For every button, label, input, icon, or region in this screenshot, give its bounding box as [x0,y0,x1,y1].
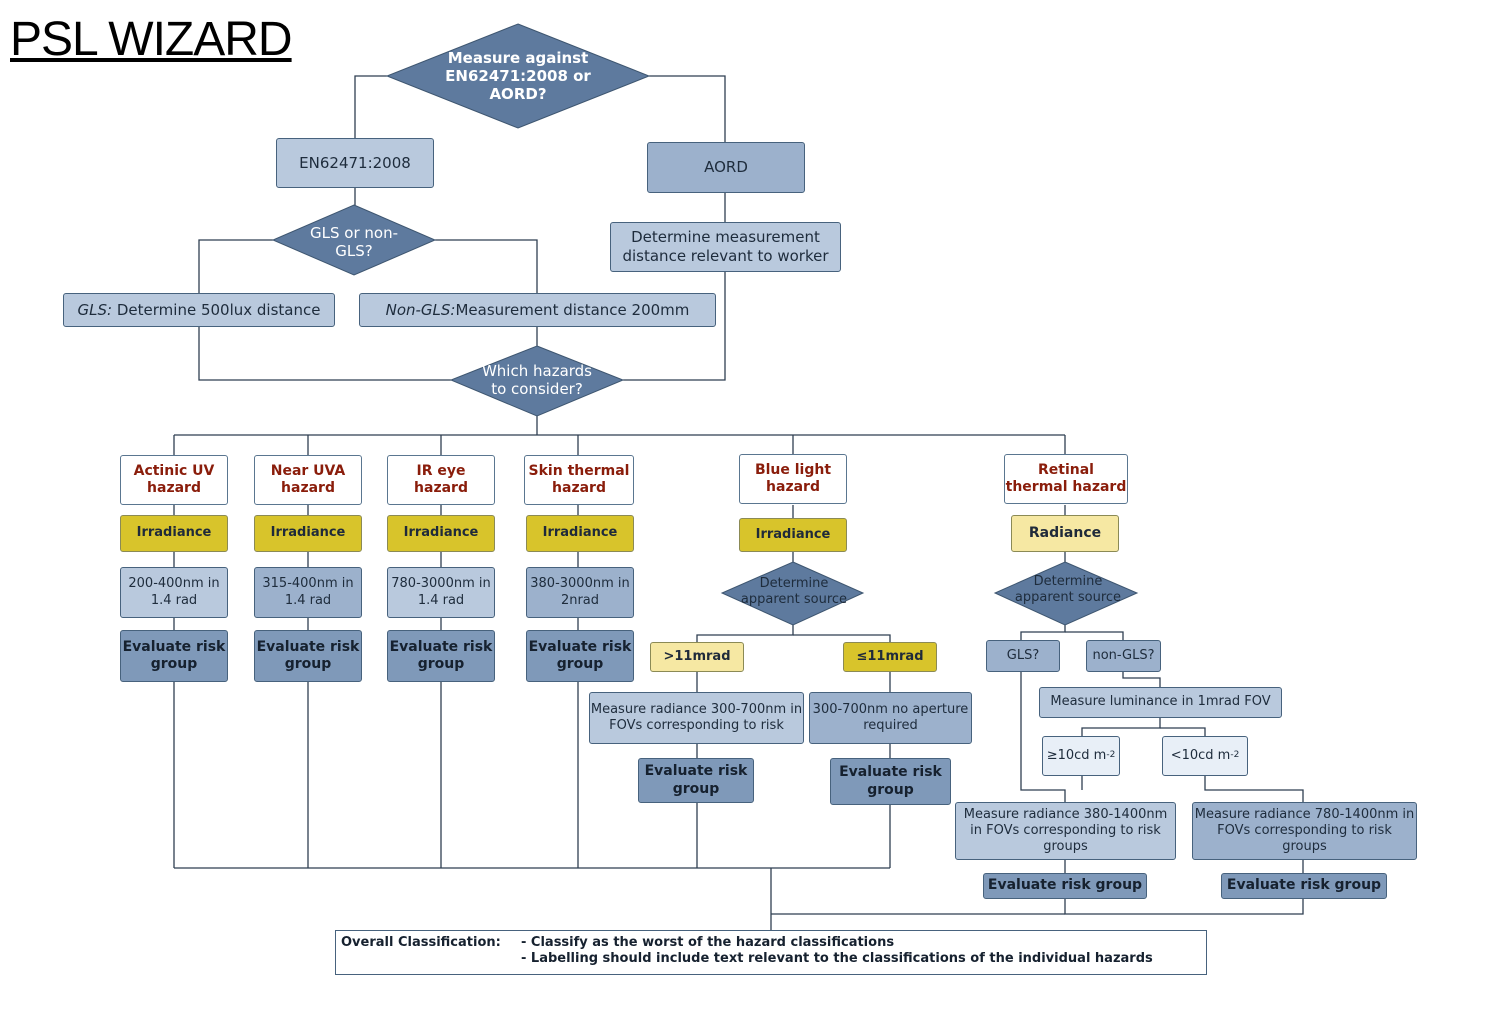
irradiance-skin-thermal: Irradiance [526,515,634,552]
retinal-high-measure: Measure radiance 380-1400nm in FOVs corr… [955,802,1176,860]
hazards-decision-diamond [449,345,625,417]
hazard-skin-thermal: Skin thermal hazard [524,455,634,505]
nongls-distance-box: Non-GLS:Measurement distance 200mm [359,293,716,327]
gls-prefix: GLS: [77,300,113,319]
hazards-decision-label: Which hazards to consider? [481,362,593,398]
range-skin-thermal: 380-3000nm in 2nrad [526,567,634,618]
en62471-box: EN62471:2008 [276,138,434,188]
hazard-retinal-thermal: Retinal thermal hazard [1004,454,1128,504]
retinal-source-decision-diamond [993,561,1139,626]
nongls-text: Measurement distance 200mm [455,300,690,319]
evaluate-blue-large: Evaluate risk group [638,758,754,803]
irradiance-near-uva: Irradiance [254,515,362,552]
retinal-high-luminance: ≥10cd m-2 [1042,736,1120,776]
retinal-source-decision-label: Determine apparent source [1014,574,1122,605]
overall-classification-box: Overall Classification: - Classify as th… [335,930,1207,975]
evaluate-near-uva: Evaluate risk group [254,630,362,682]
nongls-prefix: Non-GLS: [385,300,456,319]
retinal-gls: GLS? [986,640,1060,672]
page-title: PSL WIZARD [10,13,293,66]
evaluate-retinal-high: Evaluate risk group [983,873,1147,899]
evaluate-blue-small: Evaluate risk group [830,758,951,805]
retinal-low-luminance: <10cd m-2 [1162,736,1248,776]
retinal-high-label: ≥10cd m [1046,747,1107,763]
irradiance-blue-light: Irradiance [739,518,847,552]
blue-large-source: >11mrad [650,642,744,672]
gls-decision-label: GLS or non-GLS? [310,224,398,260]
retinal-low-label: <10cd m [1170,747,1231,763]
gls-text: Determine 500lux distance [116,300,321,319]
gls-distance-box: GLS: Determine 500lux distance [63,293,335,327]
blue-source-decision-diamond [720,561,865,626]
retinal-high-exponent: -2 [1106,750,1116,761]
overall-classification-line2: - Labelling should include text relevant… [521,951,1153,966]
blue-small-measure: 300-700nm no aperture required [809,692,972,744]
blue-source-decision-label: Determine apparent source [740,576,848,607]
range-near-uva: 315-400nm in 1.4 rad [254,567,362,618]
hazard-actinic-uv: Actinic UV hazard [120,455,228,505]
retinal-low-exponent: -2 [1230,750,1240,761]
overall-classification-line1: - Classify as the worst of the hazard cl… [521,935,895,950]
evaluate-skin-thermal: Evaluate risk group [526,630,634,682]
standard-decision-label: Measure against EN62471:2008 or AORD? [445,49,591,103]
irradiance-actinic-uv: Irradiance [120,515,228,552]
hazard-blue-light: Blue light hazard [739,454,847,504]
irradiance-ir-eye: Irradiance [387,515,495,552]
aord-box: AORD [647,142,805,193]
evaluate-ir-eye: Evaluate risk group [387,630,495,682]
hazard-near-uva: Near UVA hazard [254,455,362,505]
standard-decision-diamond [385,23,651,129]
retinal-low-measure: Measure radiance 780-1400nm in FOVs corr… [1192,802,1417,860]
aord-distance-box: Determine measurement distance relevant … [610,222,841,272]
evaluate-actinic-uv: Evaluate risk group [120,630,228,682]
blue-large-measure: Measure radiance 300-700nm in FOVs corre… [589,692,804,744]
gls-decision-diamond [271,204,437,276]
radiance-retinal-thermal: Radiance [1011,515,1119,552]
overall-classification-heading: Overall Classification: [341,935,501,950]
hazard-ir-eye: IR eye hazard [387,455,495,505]
retinal-nongls: non-GLS? [1086,640,1161,672]
retinal-luminance: Measure luminance in 1mrad FOV [1039,687,1282,718]
range-actinic-uv: 200-400nm in 1.4 rad [120,567,228,618]
range-ir-eye: 780-3000nm in 1.4 rad [387,567,495,618]
blue-small-source: ≤11mrad [843,642,937,672]
evaluate-retinal-low: Evaluate risk group [1221,873,1387,899]
